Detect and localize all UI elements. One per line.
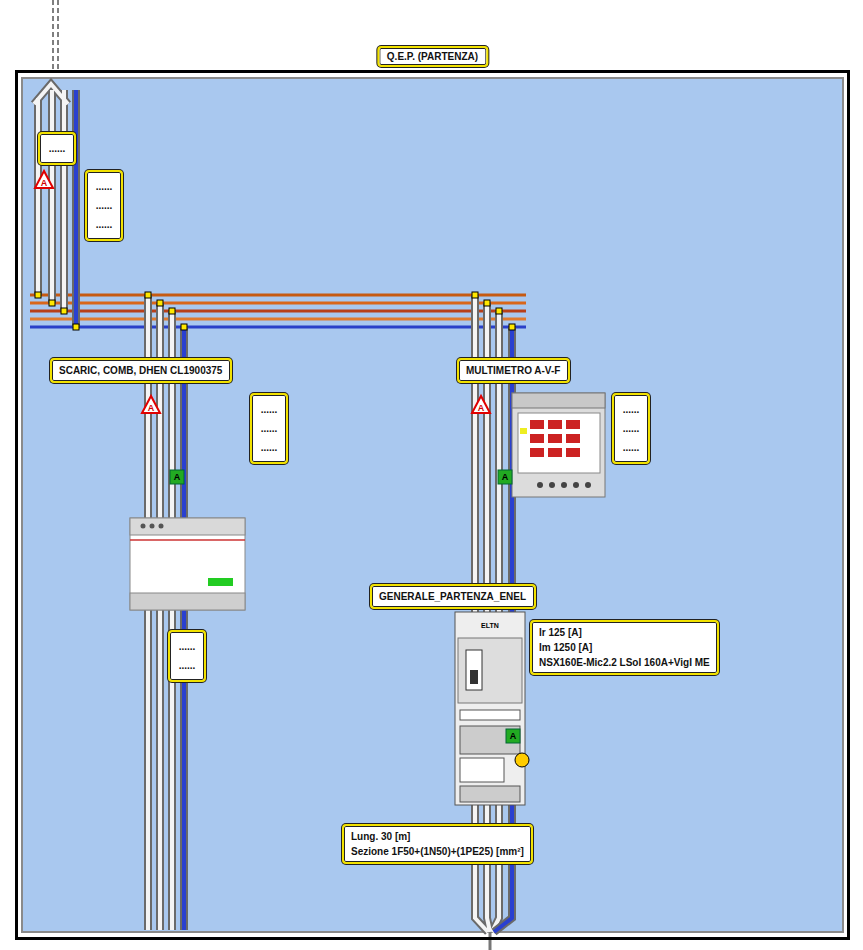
box-text: SCARIC, COMB, DHEN CL1900375 — [59, 363, 223, 378]
box-text: ...... ...... ...... — [256, 400, 282, 457]
box-text: MULTIMETRO A-V-F — [466, 363, 561, 378]
warning-mark: A — [148, 403, 155, 413]
label-box: MULTIMETRO A-V-F — [457, 358, 570, 383]
panel-frame — [15, 70, 850, 940]
circuit-breaker — [455, 612, 529, 805]
placeholder-box: ...... ...... ...... — [250, 393, 288, 464]
busbars — [30, 295, 526, 327]
ammeter-mark: A — [510, 731, 517, 741]
box-text: Lung. 30 [m] — [351, 829, 524, 844]
placeholder-box: ...... ...... — [168, 630, 206, 682]
terminals — [35, 292, 515, 330]
label-box: GENERALE_PARTENZA_ENEL — [370, 584, 536, 609]
placeholder-box: ...... — [38, 132, 76, 165]
label-box: Lung. 30 [m]Sezione 1F50+(1N50)+(1PE25) … — [342, 824, 533, 864]
box-text: ...... ...... ...... — [618, 400, 644, 457]
box-text: NSX160E-Mic2.2 LSoI 160A+VigI ME — [539, 655, 710, 670]
warning-triangles — [35, 171, 490, 413]
warning-mark: A — [478, 403, 485, 413]
label-box: Ir 125 [A]Im 1250 [A]NSX160E-Mic2.2 LSoI… — [530, 620, 719, 675]
ammeter-mark: A — [174, 472, 181, 482]
brand-mark: ELTN — [480, 621, 500, 631]
box-text: ...... — [44, 139, 70, 158]
box-text: Im 1250 [A] — [539, 640, 710, 655]
panel-title: Q.E.P. (PARTENZA) — [377, 46, 488, 67]
panel-ground — [22, 78, 843, 932]
disconnector-module — [130, 518, 245, 610]
box-text: ...... ...... — [174, 637, 200, 675]
panel-enclosure: Q.E.P. (PARTENZA)............ ...... ...… — [15, 70, 850, 940]
label-box: SCARIC, COMB, DHEN CL1900375 — [50, 358, 232, 383]
box-text: GENERALE_PARTENZA_ENEL — [379, 589, 527, 604]
warning-mark: A — [41, 178, 48, 188]
feeder-line — [53, 0, 58, 70]
multimeter — [512, 393, 605, 497]
box-text: Sezione 1F50+(1N50)+(1PE25) [mm²] — [351, 844, 524, 859]
ammeter-mark: A — [502, 472, 509, 482]
box-text: ...... ...... ...... — [91, 177, 117, 234]
placeholder-box: ...... ...... ...... — [85, 170, 123, 241]
placeholder-box: ...... ...... ...... — [612, 393, 650, 464]
box-text: Ir 125 [A] — [539, 625, 710, 640]
cables — [34, 84, 512, 950]
